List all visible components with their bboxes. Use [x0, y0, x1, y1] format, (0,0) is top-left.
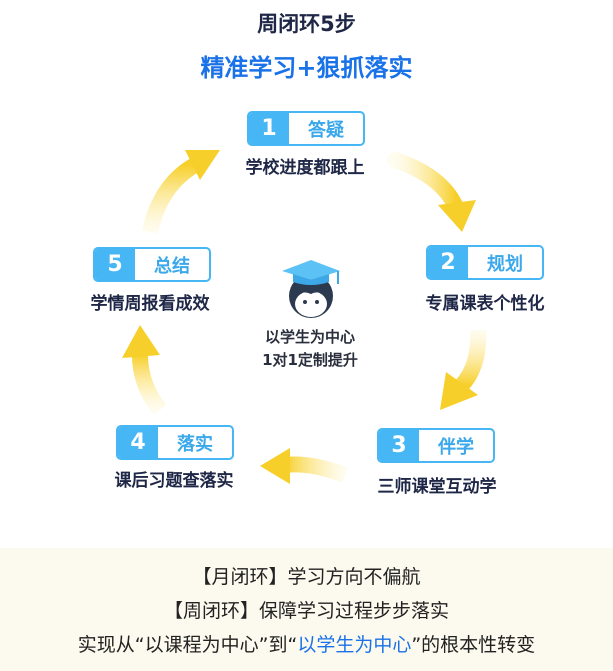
arrow-5-to-1 — [142, 150, 220, 234]
step-5-badge: 5 总结 — [93, 247, 211, 282]
center-line-2: 1对1定制提升 — [262, 351, 358, 369]
arrow-2-to-3 — [440, 329, 487, 410]
step-4-desc: 课后习题查落实 — [114, 471, 234, 491]
arrow-3-to-4 — [260, 448, 348, 484]
footer-highlight: 以学生为中心 — [297, 634, 412, 656]
step-2-desc: 专属课表个性化 — [425, 294, 545, 314]
step-number: 4 — [118, 427, 158, 458]
step-4-badge: 4 落实 — [116, 425, 234, 460]
step-label: 答疑 — [308, 119, 344, 141]
step-1-badge: 1 答疑 — [247, 111, 365, 146]
step-label: 总结 — [154, 255, 190, 277]
step-number: 5 — [95, 249, 135, 280]
step-label: 落实 — [177, 433, 213, 455]
center-line-1: 以学生为中心 — [264, 328, 355, 346]
step-5-desc: 学情周报看成效 — [90, 294, 210, 314]
arrow-4-to-5 — [122, 325, 167, 415]
arrow-1-to-2 — [387, 152, 476, 232]
step-2-badge: 2 规划 — [426, 245, 544, 280]
footer-summary: 【月闭环】学习方向不偏航 【周闭环】保障学习过程步步落实 实现从“以课程为中心”… — [0, 548, 613, 671]
cycle-arrows — [122, 150, 487, 484]
step-3-badge: 3 伴学 — [377, 428, 495, 463]
step-number: 3 — [379, 430, 419, 461]
footer-line-3: 实现从“以课程为中心”到“以学生为中心”的根本性转变 — [0, 628, 613, 662]
footer-line-2: 【周闭环】保障学习过程步步落实 — [163, 600, 449, 622]
page-subtitle: 精准学习+狠抓落实 — [200, 54, 413, 82]
step-label: 规划 — [487, 253, 523, 275]
step-1-desc: 学校进度都跟上 — [245, 158, 365, 178]
page-title: 周闭环5步 — [257, 12, 356, 36]
step-number: 1 — [249, 113, 289, 144]
step-number: 2 — [428, 247, 468, 278]
footer-line-3-post: ”的根本性转变 — [411, 634, 536, 656]
footer-line-3-pre: 实现从“以课程为中心”到“ — [77, 634, 298, 656]
student-graduation-cap-icon — [282, 260, 340, 318]
step-3-desc: 三师课堂互动学 — [377, 477, 497, 497]
step-label: 伴学 — [438, 436, 474, 458]
footer-line-1: 【月闭环】学习方向不偏航 — [192, 566, 421, 588]
